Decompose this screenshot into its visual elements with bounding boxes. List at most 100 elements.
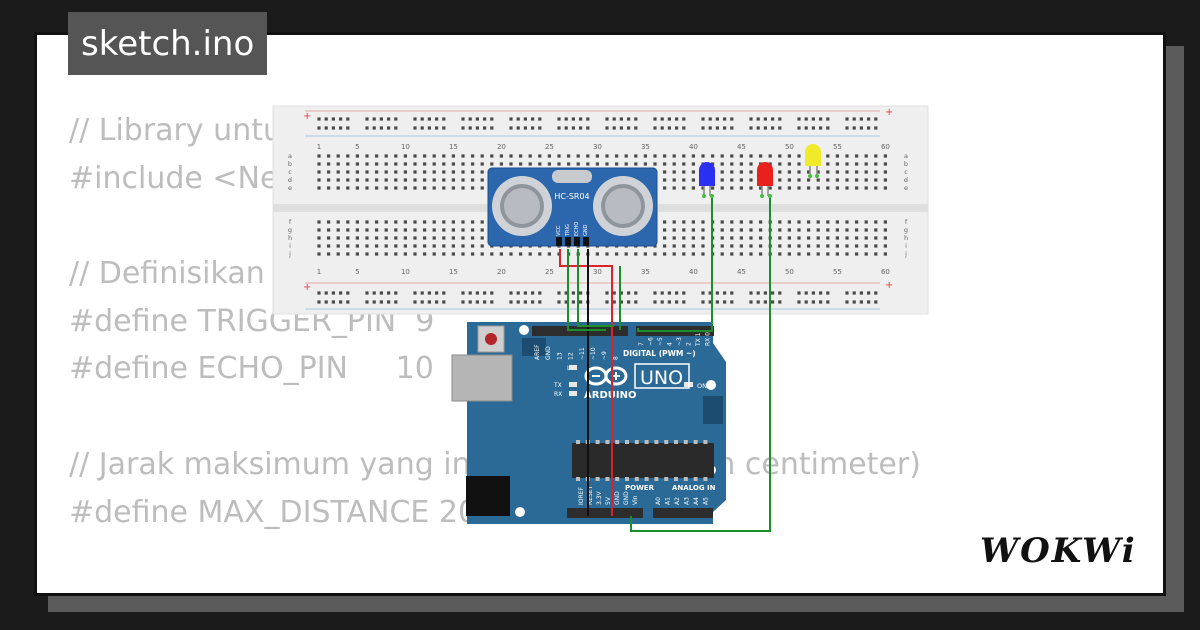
breadboard-hole [691, 186, 695, 190]
chip-pin [595, 477, 600, 481]
breadboard-hole [749, 186, 753, 190]
power-header[interactable] [567, 508, 643, 518]
led-yellow[interactable] [805, 144, 821, 178]
breadboard-hole [471, 186, 475, 190]
breadboard-hole [874, 154, 878, 158]
ultrasonic-sensor[interactable]: HC-SR04 VCC TRIG ECHO GND [487, 167, 658, 247]
led-red[interactable] [757, 162, 773, 198]
breadboard-hole [643, 154, 647, 158]
power-pin-label: IOREF [578, 487, 585, 505]
breadboard-hole [355, 228, 359, 232]
breadboard-hole [711, 154, 715, 158]
breadboard-hole [759, 186, 763, 190]
mounting-hole [519, 325, 529, 335]
breadboard-hole [471, 244, 475, 248]
analog-header[interactable] [653, 508, 713, 518]
breadboard-hole [528, 162, 532, 166]
breadboard-hole [816, 252, 820, 256]
rail-hole [845, 300, 849, 304]
rail-hole [845, 126, 849, 130]
rail-hole [605, 126, 609, 130]
breadboard-hole [883, 244, 887, 248]
breadboard-hole [317, 162, 321, 166]
breadboard-hole [413, 236, 417, 240]
sensor-pin[interactable] [583, 237, 589, 246]
breadboard-hole [461, 162, 465, 166]
digital-pin-label: 8 [612, 356, 619, 360]
rail-hole [708, 126, 712, 130]
breadboard-hole [615, 252, 619, 256]
breadboard-hole [874, 170, 878, 174]
rail-hole [675, 300, 679, 304]
breadboard-hole [538, 162, 542, 166]
wires [559, 198, 771, 532]
breadboard-hole [432, 236, 436, 240]
breadboard-hole [317, 236, 321, 240]
chip-pin [693, 477, 698, 481]
breadboard-hole [759, 252, 763, 256]
breadboard-hole [432, 252, 436, 256]
breadboard-hole [365, 220, 369, 224]
rail-hole [771, 117, 775, 121]
file-title-tab[interactable]: sketch.ino [68, 12, 268, 75]
breadboard-hole [816, 178, 820, 182]
rail-hole [874, 300, 878, 304]
rail-hole [771, 291, 775, 295]
rail-hole [557, 300, 561, 304]
rail-hole [509, 291, 513, 295]
sensor-pin[interactable] [556, 237, 562, 246]
breadboard-hole [480, 236, 484, 240]
breadboard-hole [615, 154, 619, 158]
breadboard-hole [855, 228, 859, 232]
rail-hole [826, 300, 830, 304]
column-number: 20 [497, 143, 506, 151]
row-letter: f [289, 218, 292, 226]
reset-button-cap[interactable] [485, 333, 497, 345]
breadboard-hole [634, 252, 638, 256]
breadboard-hole [883, 236, 887, 240]
rail-hole [874, 291, 878, 295]
chip-pin [625, 477, 629, 481]
breadboard-hole [701, 236, 705, 240]
breadboard-hole [855, 236, 859, 240]
row-letter: h [904, 234, 908, 242]
breadboard-hole [355, 220, 359, 224]
breadboard-hole [730, 236, 734, 240]
sensor-pin[interactable] [574, 237, 580, 246]
rail-hole [516, 117, 520, 121]
rail-hole [819, 291, 823, 295]
rail-hole [859, 291, 863, 295]
breadboard-hole [739, 228, 743, 232]
breadboard-hole [595, 252, 599, 256]
led-blue[interactable] [699, 162, 715, 198]
breadboard-hole [730, 170, 734, 174]
breadboard-hole [682, 228, 686, 232]
column-number: 45 [737, 268, 746, 276]
sensor-pin[interactable] [565, 237, 571, 246]
breadboard-hole [720, 252, 724, 256]
column-number: 45 [737, 143, 746, 151]
breadboard-hole [423, 252, 427, 256]
rail-hole [660, 291, 664, 295]
led-body [757, 162, 773, 186]
breadboard-hole [663, 154, 667, 158]
breadboard-hole [663, 220, 667, 224]
digital-pin-label: GND [545, 346, 552, 360]
breadboard-hole [336, 220, 340, 224]
rail-hole [715, 117, 719, 121]
breadboard-hole [883, 178, 887, 182]
rail-hole [723, 300, 727, 304]
rail-hole [867, 300, 871, 304]
rail-hole [365, 126, 369, 130]
breadboard-hole [797, 252, 801, 256]
atmega-chip [572, 443, 714, 478]
breadboard-hole [451, 252, 455, 256]
rail-hole [586, 126, 590, 130]
breadboard-hole [451, 236, 455, 240]
breadboard-hole [413, 162, 417, 166]
breadboard-hole [691, 170, 695, 174]
rail-hole [490, 291, 494, 295]
rail-hole [461, 300, 465, 304]
rail-hole [804, 117, 808, 121]
